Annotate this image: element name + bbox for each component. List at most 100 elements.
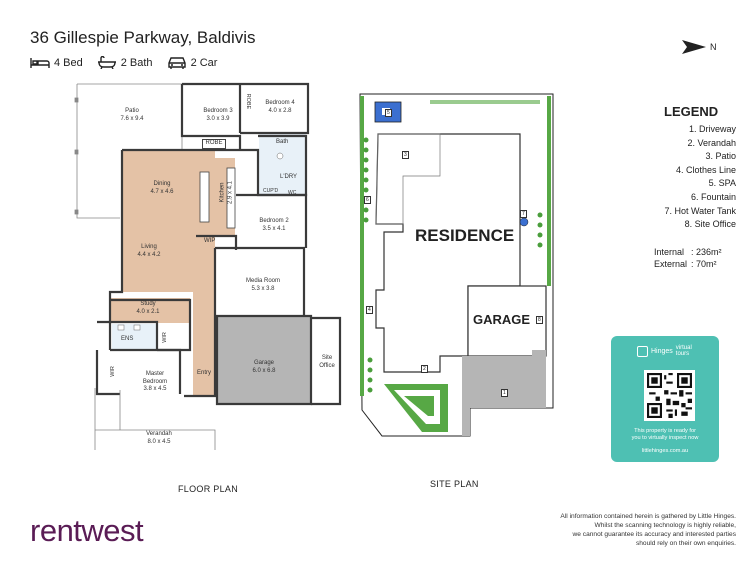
- virtual-tour-brand-name: Hinges: [651, 347, 673, 355]
- car-icon: [167, 56, 187, 69]
- area-summary: Internal : 236m² External : 70m²: [652, 246, 724, 270]
- compass: N: [680, 38, 717, 56]
- room-media-size: 5.3 x 3.8: [251, 285, 275, 292]
- legend-item: 4. Clothes Line: [675, 164, 736, 175]
- virtual-tour-text-line2: you to virtually inspect now: [631, 435, 699, 441]
- room-bedroom3-name: Bedroom 3: [203, 108, 233, 114]
- virtual-tour-card[interactable]: Hinges virtual tours This property is re…: [611, 336, 719, 462]
- legend-item: 5. SPA: [708, 178, 736, 189]
- label-entry: Entry: [197, 370, 212, 376]
- label-ens: ENS: [121, 336, 134, 342]
- site-marker-5: 5: [385, 109, 392, 117]
- room-living: Living 4.4 x 4.2: [127, 244, 171, 259]
- floor-plan-title: FLOOR PLAN: [178, 484, 239, 494]
- internal-area-label: Internal: [654, 247, 685, 257]
- site-marker-4: 4: [366, 306, 373, 314]
- feature-baths: 2 Bath: [97, 56, 153, 69]
- label-bath: Bath: [276, 139, 289, 145]
- legend-item: 6. Fountain: [690, 191, 736, 202]
- qr-code-icon: [644, 370, 695, 421]
- disclaimer-line: we cannot guarantee its accuracy and int…: [572, 531, 736, 538]
- room-dining: Dining 4.7 x 4.6: [140, 181, 184, 196]
- legend-title: LEGEND: [664, 104, 719, 119]
- room-master-size: 3.8 x 4.5: [143, 386, 167, 392]
- legend-item: 7. Hot Water Tank: [664, 205, 736, 216]
- label-ldry: L'DRY: [280, 174, 298, 180]
- hinges-logo-icon: [637, 345, 648, 357]
- room-garage: Garage 6.0 x 6.8: [242, 360, 286, 375]
- feature-cars-label: 2 Car: [190, 56, 218, 69]
- room-master: Master Bedroom 3.8 x 4.5: [130, 371, 180, 394]
- external-area-value: : 70m²: [691, 259, 717, 269]
- bed-icon: [30, 57, 50, 69]
- label-wc: WC: [288, 190, 297, 196]
- feature-beds: 4 Bed: [30, 57, 83, 69]
- disclaimer: All information contained herein is gath…: [526, 512, 736, 548]
- label-robe-1: ROBE: [202, 139, 226, 149]
- virtual-tour-text: This property is ready for you to virtua…: [611, 428, 719, 442]
- disclaimer-line: All information contained herein is gath…: [560, 513, 736, 520]
- room-study-name: Study: [140, 301, 156, 307]
- compass-label: N: [710, 42, 717, 52]
- room-bedroom3: Bedroom 3 3.0 x 3.9: [196, 108, 240, 123]
- room-dining-name: Dining: [153, 181, 171, 187]
- legend-item: 2. Verandah: [687, 137, 736, 148]
- room-bedroom4-name: Bedroom 4: [265, 100, 295, 106]
- disclaimer-line: should rely on their own enquiries.: [635, 540, 736, 547]
- legend-item: 1. Driveway: [688, 124, 736, 134]
- label-wip: WIP: [204, 238, 216, 244]
- virtual-tour-url[interactable]: littlehinges.com.au: [641, 448, 689, 454]
- site-marker-3: 3: [402, 151, 409, 159]
- site-residence-label: RESIDENCE: [415, 226, 515, 245]
- virtual-tour-brand: Hinges virtual tours: [637, 345, 698, 357]
- bath-icon: [97, 56, 117, 69]
- site-marker-2: 2: [421, 365, 428, 373]
- room-media-name: Media Room: [245, 278, 280, 284]
- room-patio-size: 7.6 x 9.4: [120, 115, 144, 122]
- virtual-tour-text-line1: This property is ready for: [634, 428, 696, 434]
- room-dining-size: 4.7 x 4.6: [150, 188, 174, 195]
- room-living-name: Living: [141, 244, 157, 250]
- room-master-name: Master Bedroom: [142, 371, 168, 385]
- room-bedroom4: Bedroom 4 4.0 x 2.8: [258, 100, 302, 115]
- property-features: 4 Bed 2 Bath 2 Car: [30, 56, 225, 69]
- rentwest-logo: rentwest: [30, 513, 144, 548]
- legend-list: 1. Driveway 2. Verandah 3. Patio 4. Clot…: [664, 123, 736, 232]
- disclaimer-line: Whilst the scanning technology is highly…: [594, 522, 736, 529]
- room-media: Media Room 5.3 x 3.8: [238, 278, 288, 293]
- room-verandah: Verandah 8.0 x 4.5: [137, 431, 181, 446]
- room-bedroom2: Bedroom 2 3.5 x 4.1: [252, 218, 296, 233]
- room-bedroom2-name: Bedroom 2: [259, 218, 289, 224]
- room-patio: Patio 7.6 x 9.4: [110, 108, 154, 123]
- legend-item: 8. Site Office: [684, 219, 736, 230]
- feature-baths-label: 2 Bath: [120, 56, 153, 69]
- virtual-tour-brand-sub: virtual tours: [675, 345, 692, 357]
- room-verandah-name: Verandah: [146, 431, 172, 437]
- north-arrow-icon: [682, 40, 706, 54]
- internal-area-value: : 236m²: [691, 247, 722, 257]
- room-garage-name: Garage: [253, 360, 274, 366]
- room-study: Study 4.0 x 2.1: [126, 301, 170, 316]
- property-address: 36 Gillespie Parkway, Baldivis: [30, 28, 256, 47]
- room-garage-size: 6.0 x 6.8: [252, 367, 276, 374]
- legend-item: 3. Patio: [705, 151, 736, 162]
- room-bedroom2-size: 3.5 x 4.1: [262, 225, 286, 232]
- label-site-office: Site Office: [319, 355, 335, 369]
- external-area-label: External: [654, 259, 688, 269]
- site-plan-title: SITE PLAN: [430, 479, 479, 489]
- label-cupd: CUP'D: [263, 188, 279, 194]
- room-patio-name: Patio: [125, 108, 139, 114]
- feature-beds-label: 4 Bed: [54, 56, 83, 69]
- room-living-size: 4.4 x 4.2: [137, 251, 161, 258]
- feature-cars: 2 Car: [167, 56, 218, 69]
- site-garage-label: GARAGE: [473, 312, 531, 327]
- site-marker-6: 6: [364, 196, 371, 204]
- site-marker-7: 7: [520, 210, 527, 218]
- site-marker-8: 8: [536, 316, 543, 324]
- site-marker-1: 1: [501, 389, 508, 397]
- room-study-size: 4.0 x 2.1: [136, 308, 160, 315]
- room-verandah-size: 8.0 x 4.5: [147, 438, 171, 445]
- room-bedroom3-size: 3.0 x 3.9: [206, 115, 230, 122]
